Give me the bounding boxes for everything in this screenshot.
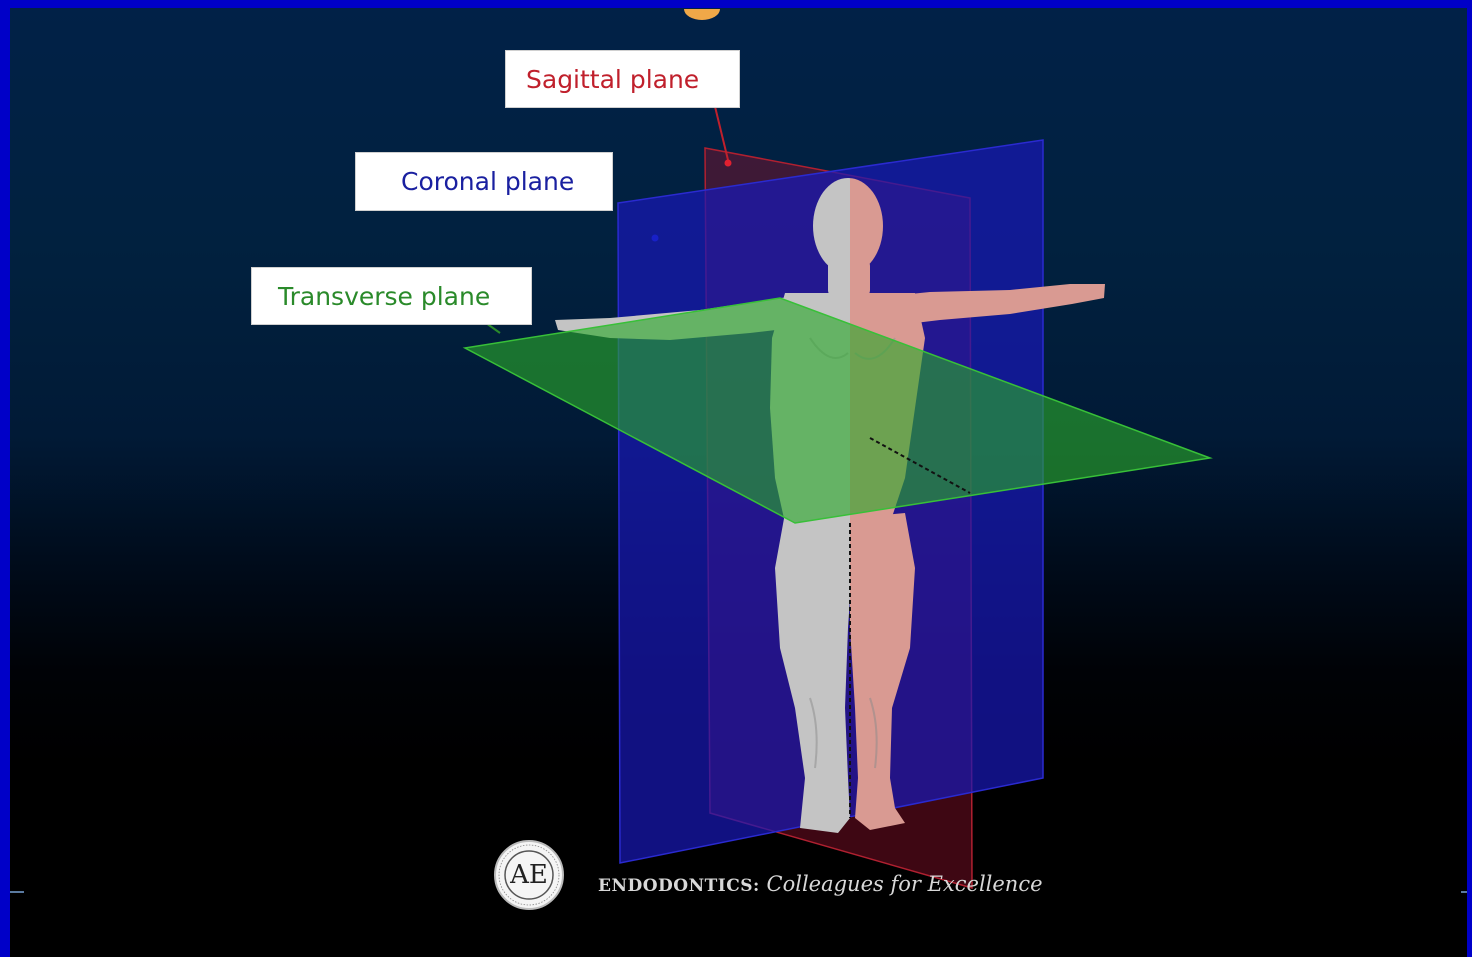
sagittal-plane-label-text: Sagittal plane bbox=[526, 67, 699, 92]
transverse-plane-label: Transverse plane bbox=[252, 268, 531, 324]
anatomical-planes-diagram bbox=[10, 8, 1467, 957]
sagittal-leader-dot bbox=[725, 160, 732, 167]
footer-organization: ENDODONTICS: bbox=[598, 876, 760, 896]
transverse-plane bbox=[465, 298, 1210, 523]
logo-letters: AE bbox=[507, 860, 551, 890]
footer-tagline: Colleagues for Excellence bbox=[767, 872, 1043, 896]
coronal-leader-dot bbox=[652, 235, 659, 242]
top-edge-ornament bbox=[682, 8, 722, 22]
coronal-plane-label: Coronal plane bbox=[356, 153, 612, 210]
coronal-plane-label-text: Coronal plane bbox=[401, 169, 574, 194]
footer-rule-left bbox=[10, 891, 24, 893]
slide: Sagittal plane Coronal plane Transverse … bbox=[10, 8, 1467, 957]
sagittal-plane-label: Sagittal plane bbox=[506, 51, 739, 107]
transverse-plane-label-text: Transverse plane bbox=[278, 284, 490, 309]
footer-branding: ENDODONTICS: Colleagues for Excellence bbox=[598, 872, 1043, 896]
footer-rule-right bbox=[1461, 891, 1467, 893]
